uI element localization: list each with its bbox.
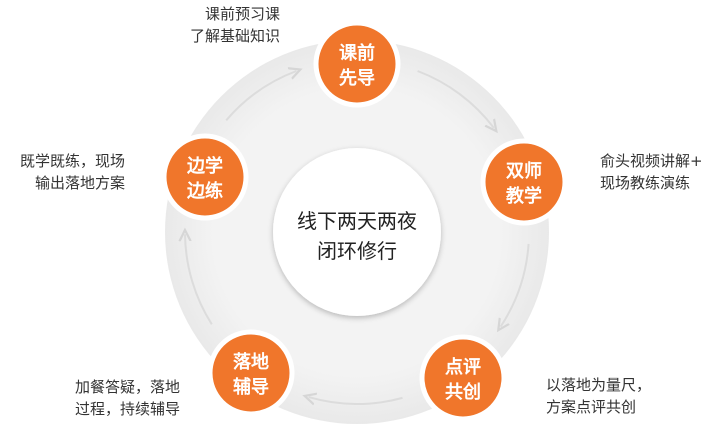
desc-right-line1: 俞头视频讲解+: [600, 152, 703, 170]
node-label-line2: 教学: [506, 185, 542, 207]
node-circle: [207, 329, 295, 417]
flow-arrow: [309, 397, 403, 404]
desc-bottom-right-line1: 以落地为量尺，: [546, 376, 652, 394]
node-label-line1: 落地: [233, 351, 269, 373]
flow-arrow: [185, 234, 213, 325]
node-label-line1: 边学: [186, 155, 223, 177]
node-label-line2: 边练: [186, 180, 223, 202]
inner-circle: [273, 148, 441, 316]
desc-left-line2: 输出落地方案: [34, 174, 125, 192]
desc-top: 课前预习课 了解基础知识: [150, 3, 280, 47]
node-label-line2: 共创: [445, 381, 481, 403]
desc-top-line2: 了解基础知识: [189, 27, 280, 45]
node-label-line1: 点评: [445, 356, 481, 378]
desc-left-line1: 既学既练，现场: [19, 152, 125, 170]
desc-right: 俞头视频讲解+ 现场教练演练: [600, 150, 719, 194]
desc-right-line2: 现场教练演练: [600, 174, 691, 192]
node-label-line1: 课前: [339, 42, 375, 64]
desc-left: 既学既练，现场 输出落地方案: [0, 150, 125, 194]
flow-arrow: [417, 70, 494, 128]
desc-bottom-left: 加餐答疑，落地 过程，持续辅导: [40, 376, 180, 420]
flow-arrow: [501, 243, 530, 327]
flow-arrows: [185, 70, 530, 404]
center-title-line1: 线下两天两夜: [297, 209, 417, 233]
node-label-line2: 辅导: [233, 376, 269, 398]
desc-bottom-left-line2: 过程，持续辅导: [74, 400, 180, 418]
node-circle: [161, 133, 249, 221]
node-bottom-right: 点评共创: [419, 334, 507, 422]
node-label-line1: 双师: [506, 160, 542, 182]
desc-bottom-right-line2: 方案点评共创: [546, 398, 637, 416]
desc-bottom-left-line1: 加餐答疑，落地: [74, 378, 180, 396]
node-circle: [419, 334, 507, 422]
flow-arrow: [225, 71, 296, 121]
desc-bottom-right: 以落地为量尺， 方案点评共创: [546, 374, 686, 418]
node-label-line2: 先导: [339, 67, 375, 89]
node-circle: [313, 20, 401, 108]
center-title-line2: 闭环修行: [317, 239, 397, 263]
desc-top-line1: 课前预习课: [204, 5, 280, 23]
node-circle: [480, 138, 568, 226]
